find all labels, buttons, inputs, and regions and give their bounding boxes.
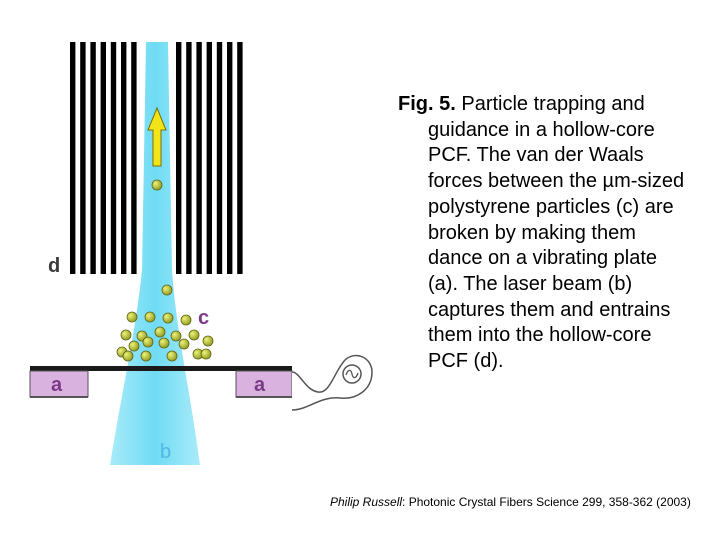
particle <box>122 350 134 362</box>
fiber-stripe <box>121 42 127 274</box>
caption-text: Particle trapping and guidance in a holl… <box>428 93 685 373</box>
fiber-stripe <box>237 42 243 274</box>
caption-fig-label: Fig. 5. <box>398 93 456 115</box>
fiber-stripe <box>100 42 106 274</box>
citation-source: : Photonic Crystal Fibers Science 299, 3… <box>402 495 691 509</box>
particle <box>120 329 132 341</box>
particle <box>158 337 170 349</box>
label-a-left: a <box>51 374 63 396</box>
up-arrow-icon <box>147 106 167 167</box>
particle <box>188 329 200 341</box>
plate-top-bar <box>30 366 292 371</box>
fiber-stripe <box>131 42 137 274</box>
fiber-cladding-left <box>70 42 137 274</box>
particle <box>151 179 163 191</box>
label-b: b <box>160 441 171 463</box>
fiber-stripe <box>186 42 192 274</box>
particle <box>202 335 214 347</box>
particle <box>162 312 174 324</box>
particle <box>180 314 192 326</box>
particle <box>166 350 178 362</box>
fiber-stripe <box>110 42 117 274</box>
particle <box>154 326 166 338</box>
figure-caption: Fig. 5. Particle trapping and guidance i… <box>398 92 688 375</box>
label-c: c <box>198 307 209 329</box>
fiber-stripe <box>227 42 233 274</box>
particle <box>161 284 173 296</box>
particle <box>170 330 182 342</box>
label-d: d <box>48 255 60 277</box>
polystyrene-particles <box>116 179 214 362</box>
fiber-stripe <box>176 42 182 274</box>
label-a-right: a <box>254 374 266 396</box>
plate-right-underline <box>236 396 292 398</box>
plate-left-underline <box>30 396 88 398</box>
citation-author: Philip Russell <box>330 495 403 509</box>
fiber-stripe <box>196 42 202 274</box>
fiber-stripe <box>70 42 76 274</box>
particle <box>126 311 138 323</box>
particle <box>178 338 190 350</box>
particle <box>142 336 154 348</box>
laser-beam <box>110 42 200 465</box>
particle <box>140 350 152 362</box>
particle <box>200 348 212 360</box>
fiber-stripe <box>90 42 96 274</box>
particle <box>128 340 140 352</box>
citation: Philip Russell: Photonic Crystal Fibers … <box>330 495 715 509</box>
fiber-cladding-right <box>176 42 243 274</box>
particle <box>144 311 156 323</box>
fiber-stripe <box>216 42 223 274</box>
fiber-stripe <box>80 42 86 274</box>
vibrator-cable <box>291 354 373 411</box>
fiber-stripe <box>206 42 212 274</box>
